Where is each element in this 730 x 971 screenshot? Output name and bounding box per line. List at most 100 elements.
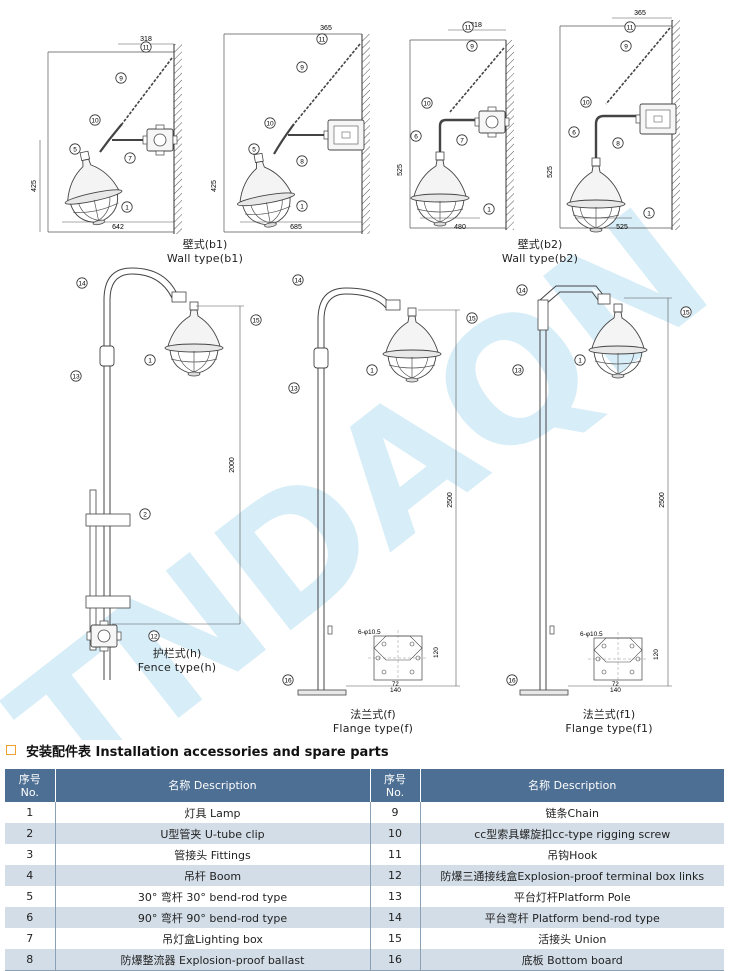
cell-desc: 吊杆 Boom [55, 865, 371, 886]
svg-text:1: 1 [300, 204, 304, 211]
holes-label: 6-φ10.5 [580, 631, 603, 638]
dim-top: 318 [470, 22, 482, 29]
svg-text:9: 9 [119, 76, 123, 83]
cell-no: 12 [370, 865, 421, 886]
cell-desc: 底板 Bottom board [420, 949, 724, 971]
svg-text:14: 14 [78, 281, 86, 288]
wall-type-b2-left: 525 318 480 11 9 10 6 7 1 [397, 21, 514, 231]
svg-text:5: 5 [252, 147, 256, 154]
svg-text:14: 14 [518, 288, 526, 295]
flange-type-f1: 2500 6-φ10.5 120 72 140 14 15 1 13 16 [506, 284, 692, 696]
dim-height: 2000 [229, 457, 236, 473]
cell-no: 7 [5, 928, 56, 949]
cell-no: 9 [370, 802, 421, 823]
cell-desc: 防爆三通接线盒Explosion-proof terminal box link… [420, 865, 724, 886]
svg-text:1: 1 [578, 358, 582, 365]
dim-b: 72 [392, 682, 399, 688]
caption-h: 护栏式(h) Fence type(h) [122, 647, 232, 675]
svg-text:1: 1 [647, 211, 651, 218]
svg-text:1: 1 [125, 205, 129, 212]
cell-desc: 灯具 Lamp [55, 802, 371, 823]
svg-text:11: 11 [627, 25, 634, 32]
header-no-en: No. [385, 785, 405, 799]
cell-no: 8 [5, 949, 56, 971]
dim-b: 72 [612, 682, 619, 688]
cell-no: 3 [5, 844, 56, 865]
dim-bottom: 480 [454, 224, 466, 231]
dim-top: 365 [320, 25, 332, 32]
wall-type-b1-right: 425 365 685 11 9 10 5 8 1 [211, 25, 370, 234]
section-title: 安装配件表 Installation accessories and spare… [26, 744, 389, 760]
svg-text:1: 1 [487, 207, 491, 214]
svg-text:9: 9 [624, 44, 628, 51]
dim-height: 525 [547, 166, 554, 178]
svg-text:10: 10 [423, 101, 431, 108]
dim-a: 120 [433, 647, 440, 658]
caption-cn: 法兰式(f) [350, 708, 396, 721]
svg-text:1: 1 [148, 358, 152, 365]
caption-en: Flange type(f) [332, 722, 414, 735]
flange-plate-detail: 6-φ10.5 120 72 140 [580, 631, 660, 694]
cell-desc: 吊灯盒Lighting box [55, 928, 371, 949]
dim-height: 2500 [659, 492, 666, 508]
fence-type-h: 2000 14 15 1 13 2 12 [70, 267, 262, 680]
svg-text:16: 16 [284, 678, 292, 685]
caption-f: 法兰式(f) Flange type(f) [318, 708, 428, 736]
caption-b1: 壁式(b1) Wall type(b1) [150, 238, 260, 266]
cell-no: 1 [5, 802, 56, 823]
cell-no: 11 [370, 844, 421, 865]
dim-bottom: 685 [290, 224, 302, 231]
svg-text:1: 1 [370, 368, 374, 375]
header-no-cn: 序号 [384, 772, 406, 786]
svg-text:13: 13 [290, 386, 298, 393]
svg-text:5: 5 [73, 147, 77, 154]
svg-text:7: 7 [460, 138, 464, 145]
cell-no: 6 [5, 907, 56, 928]
caption-f1: 法兰式(f1) Flange type(f1) [554, 708, 664, 736]
svg-text:11: 11 [465, 25, 472, 32]
cell-desc: 防爆整流器 Explosion-proof ballast [55, 949, 371, 971]
header-no-en: No. [20, 785, 39, 799]
caption-en: Wall type(b2) [501, 252, 579, 265]
section-heading: 安装配件表 Installation accessories and spare… [6, 740, 389, 760]
svg-text:15: 15 [468, 316, 476, 323]
cell-desc: 链条Chain [420, 802, 724, 823]
cell-no: 5 [5, 886, 56, 907]
cell-no: 15 [370, 928, 421, 949]
svg-text:6: 6 [414, 134, 418, 141]
header-description: 名称 Description [55, 769, 371, 802]
caption-b2: 壁式(b2) Wall type(b2) [485, 238, 595, 266]
cell-desc: cc型索具螺旋扣cc-type rigging screw [420, 823, 724, 844]
svg-text:13: 13 [514, 368, 522, 375]
caption-cn: 壁式(b2) [517, 238, 563, 251]
cell-desc: 吊钩Hook [420, 844, 724, 865]
dim-bottom: 642 [112, 224, 124, 231]
svg-text:13: 13 [72, 374, 80, 381]
caption-en: Fence type(h) [137, 661, 217, 674]
caption-en: Wall type(b1) [166, 252, 244, 265]
flange-plate-detail: 6-φ10.5 120 72 140 [358, 629, 440, 694]
dim-a: 120 [653, 649, 660, 660]
svg-text:6: 6 [572, 130, 576, 137]
cell-desc: U型管夹 U-tube clip [55, 823, 371, 844]
dim-top: 365 [634, 10, 646, 17]
svg-text:8: 8 [616, 141, 620, 148]
svg-text:15: 15 [682, 310, 690, 317]
dim-c: 140 [610, 687, 621, 694]
cell-desc: 管接头 Fittings [55, 844, 371, 865]
dim-height: 425 [211, 180, 218, 192]
cell-no: 16 [370, 949, 421, 971]
cell-no: 10 [370, 823, 421, 844]
svg-text:2: 2 [143, 512, 147, 519]
cell-no: 14 [370, 907, 421, 928]
caption-en: Flange type(f1) [565, 722, 653, 735]
